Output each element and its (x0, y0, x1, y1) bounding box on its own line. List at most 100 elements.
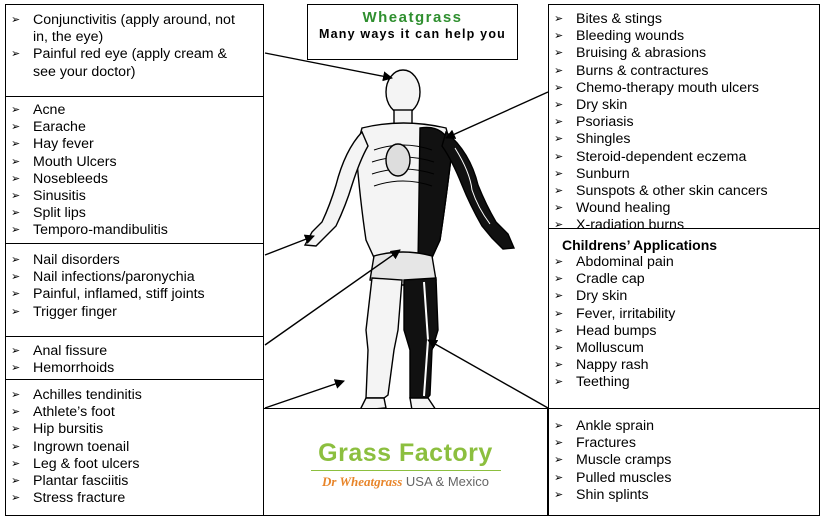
arrowhead-bullet-icon: ➢ (554, 81, 564, 94)
arrowhead-bullet-icon: ➢ (554, 454, 564, 467)
arrowhead-bullet-icon: ➢ (554, 256, 564, 268)
list-item: ➢Bites & stings (554, 11, 662, 27)
list-item: ➢Fever, irritability (554, 305, 676, 322)
arrowhead-bullet-icon: ➢ (554, 273, 564, 286)
list-item: ➢Head bumps (554, 322, 657, 339)
arrowhead-bullet-icon: ➢ (11, 457, 21, 470)
list-item: ➢Dry skin (554, 288, 628, 305)
arrowhead-bullet-icon: ➢ (554, 420, 564, 432)
list-item: ➢Teething (554, 374, 630, 391)
left-box-anal: ➢Anal fissure ➢Hemorrhoids (5, 336, 264, 380)
arrowhead-bullet-icon: ➢ (11, 254, 21, 266)
list-item: ➢Hemorrhoids (11, 360, 115, 377)
list-item: ➢Abdominal pain (554, 254, 674, 270)
arrowhead-bullet-icon: ➢ (554, 342, 564, 355)
list-item: ➢Wound healing (554, 200, 671, 217)
list-item: ➢Painful, inflamed, stiff joints (11, 286, 205, 303)
arrowhead-bullet-icon: ➢ (554, 359, 564, 372)
list-item: ➢Shingles (554, 131, 631, 148)
list-item: ➢Ingrown toenail (11, 438, 130, 455)
connector-arrows (264, 52, 549, 409)
logo-divider (310, 470, 501, 471)
list-item: ➢Sunspots & other skin cancers (554, 183, 768, 200)
arrowhead-bullet-icon: ➢ (11, 305, 21, 318)
arrowhead-bullet-icon: ➢ (554, 185, 564, 198)
arrowhead-bullet-icon: ➢ (11, 406, 21, 419)
arrowhead-bullet-icon: ➢ (11, 362, 21, 375)
arrowhead-bullet-icon: ➢ (11, 345, 21, 357)
list-item: ➢Shin splints (554, 486, 649, 503)
arrowhead-bullet-icon: ➢ (11, 48, 21, 61)
list-item: ➢Muscle cramps (554, 452, 672, 469)
arrowhead-bullet-icon: ➢ (11, 440, 21, 453)
logo-box: Grass Factory Dr Wheatgrass USA & Mexico (263, 408, 548, 516)
list-item: ➢Bruising & abrasions (554, 45, 707, 62)
list-item: ➢Trigger finger (11, 303, 117, 320)
arrowhead-bullet-icon: ➢ (554, 376, 564, 389)
logo-region: USA & Mexico (405, 474, 490, 489)
right-box-muscles: ➢Ankle sprain ➢Fractures ➢Muscle cramps … (548, 408, 820, 516)
title-box: Wheatgrass Many ways it can help you (307, 4, 518, 60)
list-item: ➢Burns & contractures (554, 62, 709, 79)
list-item: ➢Fractures (554, 435, 636, 452)
list-item: ➢Achilles tendinitis (11, 387, 142, 403)
arrowhead-bullet-icon: ➢ (554, 99, 564, 112)
list-item: ➢Nail infections/paronychia (11, 269, 195, 286)
arrowhead-bullet-icon: ➢ (554, 13, 564, 25)
list-item: ➢Athlete’s foot (11, 404, 115, 421)
list-item: ➢Conjunctivitis (apply around, not in, t… (11, 12, 235, 46)
arrowhead-bullet-icon: ➢ (11, 492, 21, 505)
arrowhead-bullet-icon: ➢ (11, 14, 21, 26)
list-item: ➢Nail disorders (11, 252, 120, 268)
list-item: ➢Pulled muscles (554, 469, 672, 486)
left-box-face: ➢Acne ➢Earache ➢Hay fever ➢Mouth Ulcers … (5, 96, 264, 244)
arrowhead-bullet-icon: ➢ (11, 155, 21, 168)
list-item: ➢Hip bursitis (11, 421, 104, 438)
diagram-title: Wheatgrass (362, 9, 463, 26)
arrowhead-bullet-icon: ➢ (11, 207, 21, 220)
arrowhead-bullet-icon: ➢ (11, 138, 21, 151)
logo-tagline-name: Dr Wheatgrass (321, 474, 403, 489)
human-body-figure (303, 69, 516, 411)
arrowhead-bullet-icon: ➢ (554, 437, 564, 450)
diagram-subtitle: Many ways it can help you (319, 27, 506, 41)
list-item: ➢Cradle cap (554, 271, 645, 288)
arrowhead-bullet-icon: ➢ (554, 116, 564, 129)
arrowhead-bullet-icon: ➢ (554, 167, 564, 180)
arrowhead-bullet-icon: ➢ (554, 488, 564, 501)
right-box-childrens: Childrens’ Applications ➢Abdominal pain … (548, 228, 820, 409)
arrowhead-bullet-icon: ➢ (11, 121, 21, 134)
list-item: ➢Acne (11, 102, 66, 118)
arrowhead-bullet-icon: ➢ (554, 133, 564, 146)
left-box-eye: ➢Conjunctivitis (apply around, not in, t… (5, 4, 264, 97)
arrowhead-bullet-icon: ➢ (554, 290, 564, 303)
list-item: ➢Sunburn (554, 165, 630, 182)
childrens-heading: Childrens’ Applications (562, 237, 718, 253)
arrowhead-bullet-icon: ➢ (11, 190, 21, 203)
arrowhead-bullet-icon: ➢ (11, 389, 21, 401)
brand-logo: Grass Factory (318, 439, 493, 467)
logo-tagline: Dr Wheatgrass USA & Mexico (264, 474, 547, 490)
list-item: ➢Nosebleeds (11, 170, 108, 187)
list-item: ➢Nappy rash (554, 357, 649, 374)
list-item: ➢Mouth Ulcers (11, 153, 117, 170)
list-item: ➢Hay fever (11, 136, 94, 153)
right-box-skin: ➢Bites & stings ➢Bleeding wounds ➢Bruisi… (548, 4, 820, 233)
list-item: ➢Molluscum (554, 340, 644, 357)
list-item: ➢Painful red eye (apply cream & see your… (11, 46, 227, 80)
arrowhead-bullet-icon: ➢ (554, 324, 564, 337)
list-item: ➢Split lips (11, 205, 86, 222)
list-item: ➢Anal fissure (11, 343, 108, 359)
list-item: ➢Steroid-dependent eczema (554, 148, 747, 165)
arrowhead-bullet-icon: ➢ (11, 271, 21, 284)
arrowhead-bullet-icon: ➢ (554, 150, 564, 163)
arrowhead-bullet-icon: ➢ (11, 172, 21, 185)
arrowhead-bullet-icon: ➢ (11, 224, 21, 237)
left-box-hands: ➢Nail disorders ➢Nail infections/paronyc… (5, 243, 264, 337)
arrowhead-bullet-icon: ➢ (554, 64, 564, 77)
arrowhead-bullet-icon: ➢ (11, 104, 21, 116)
arrowhead-bullet-icon: ➢ (554, 471, 564, 484)
list-item: ➢Psoriasis (554, 114, 634, 131)
arrowhead-bullet-icon: ➢ (554, 219, 564, 232)
